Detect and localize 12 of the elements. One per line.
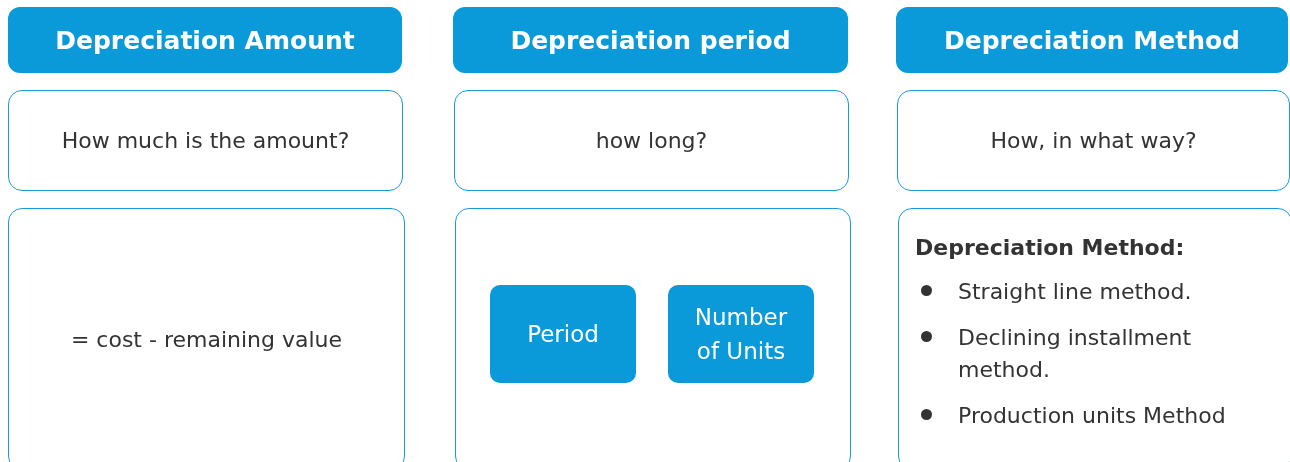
header-box: Depreciation period: [453, 7, 848, 73]
question-box: How, in what way?: [897, 90, 1290, 191]
question-box: How much is the amount?: [8, 90, 403, 191]
list-item-text: Declining installment method.: [958, 323, 1193, 384]
option-box: Number of Units: [668, 285, 814, 383]
header-box: Depreciation Amount: [8, 7, 402, 73]
option-box: Period: [490, 285, 636, 383]
list-heading: Depreciation Method:: [915, 235, 1185, 260]
list-item-text: Straight line method.: [958, 278, 1192, 306]
question-box: how long?: [454, 90, 849, 191]
header-box: Depreciation Method: [896, 7, 1288, 73]
list-item-text: Production units Method: [958, 401, 1226, 430]
